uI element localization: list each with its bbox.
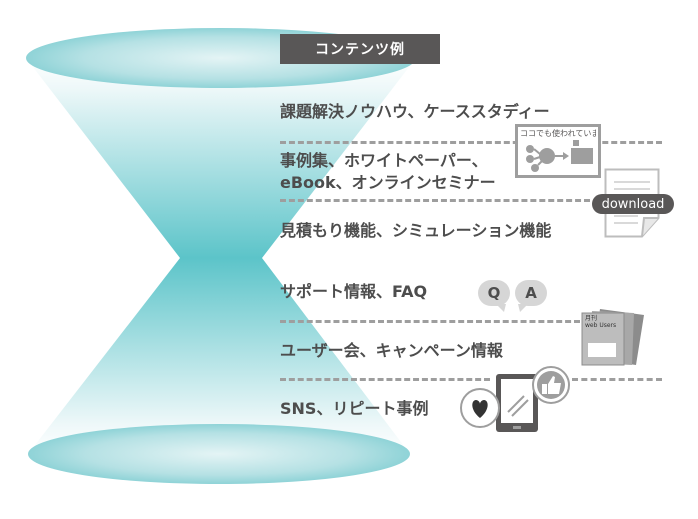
funnel-bottom-rim xyxy=(28,424,410,484)
tablet-icon xyxy=(496,374,538,432)
download-badge: download xyxy=(592,194,674,214)
magazine-stack-icon xyxy=(581,309,644,366)
row-sns-repeat: SNS、リピート事例 xyxy=(280,399,429,418)
row-case-studies-line1: 事例集、ホワイトペーパー、 xyxy=(280,151,488,170)
faq-q-bubble: Q xyxy=(478,280,510,306)
row-know-how: 課題解決ノウハウ、ケーススタディー xyxy=(280,102,550,121)
divider-1 xyxy=(280,141,662,144)
faq-q-bubble-tail xyxy=(496,304,506,312)
node-circle-small-1 xyxy=(526,145,534,153)
divider-3 xyxy=(280,320,580,323)
case-card-label: ココでも使われています xyxy=(520,129,596,138)
row-support-faq: サポート情報、FAQ xyxy=(280,282,428,301)
sns-illustration xyxy=(460,366,570,432)
funnel-top-cone xyxy=(26,58,416,258)
node-circle-small-2 xyxy=(526,155,534,163)
content-examples-header: コンテンツ例 xyxy=(280,34,440,64)
faq-a-bubble: A xyxy=(515,280,547,306)
divider-4b xyxy=(572,378,662,381)
thumbs-up-icon xyxy=(532,366,570,404)
magazine-label-small: 月刊 xyxy=(585,315,598,322)
divider-4a xyxy=(280,378,490,381)
heart-icon xyxy=(460,388,500,428)
divider-2 xyxy=(280,199,590,202)
document-icon xyxy=(604,168,660,238)
row-case-studies-line2: eBook、オンラインセミナー xyxy=(280,173,496,192)
case-study-card-icon xyxy=(515,124,601,178)
magazine-label: web Users xyxy=(585,322,617,329)
faq-a-bubble-tail xyxy=(518,304,528,312)
row-estimate-tools: 見積もり機能、シミュレーション機能 xyxy=(280,221,552,240)
node-circle-small-3 xyxy=(531,164,539,172)
row-user-community: ユーザー会、キャンペーン情報 xyxy=(280,341,503,360)
funnel-bottom-cone xyxy=(28,258,410,454)
node-circle-large xyxy=(539,148,555,164)
